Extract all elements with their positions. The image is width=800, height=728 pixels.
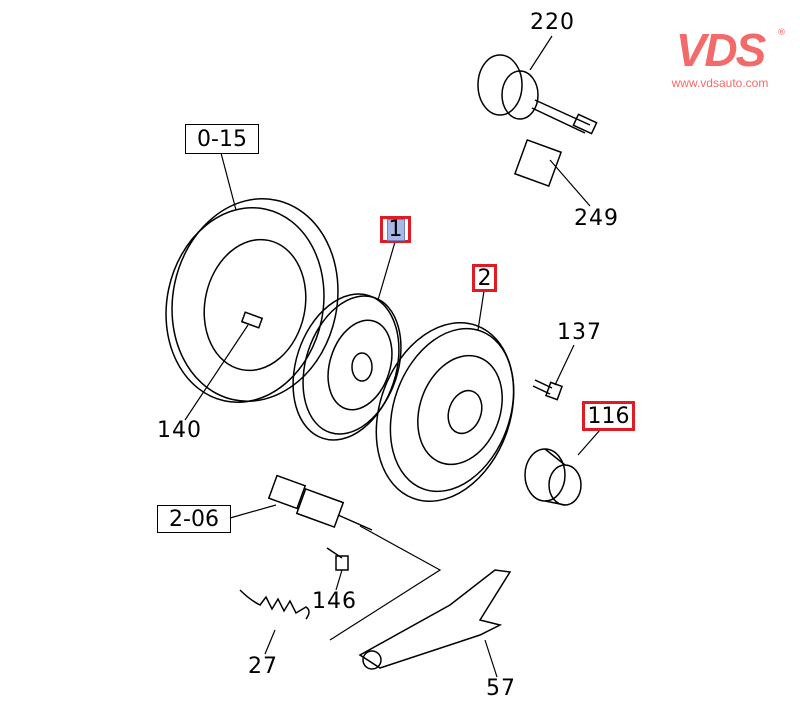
logo-url: www.vdsauto.com [671,76,769,90]
bolt-146 [326,547,349,571]
part-label-2-highlighted[interactable]: 2 [472,264,497,292]
bolt-137 [532,379,563,401]
part-label-116-highlighted[interactable]: 116 [582,401,635,431]
part-label-220[interactable]: 220 [530,10,575,35]
spring-27 [239,589,310,620]
part-label-146[interactable]: 146 [312,589,357,614]
release-fork-57 [358,569,512,670]
part-label-57[interactable]: 57 [486,676,516,701]
part-label-1-text: 1 [386,216,405,242]
clutch-disc [292,293,402,441]
actuator-220 [477,54,598,135]
part-label-1-highlighted[interactable]: 1 [380,216,411,243]
part-label-0-15[interactable]: 0-15 [185,124,259,154]
pressure-plate [375,321,515,503]
gasket-249 [513,138,563,188]
release-bearing [524,448,582,506]
slave-cylinder [267,474,373,531]
part-label-27[interactable]: 27 [248,654,278,679]
leader-lines [184,35,601,678]
part-label-140[interactable]: 140 [157,418,202,443]
part-label-249[interactable]: 249 [574,206,619,231]
part-label-2-06[interactable]: 2-06 [157,505,231,533]
vds-logo: VDS ® www.vdsauto.com [650,27,790,90]
flywheel [165,198,339,403]
part-label-137[interactable]: 137 [557,320,602,345]
